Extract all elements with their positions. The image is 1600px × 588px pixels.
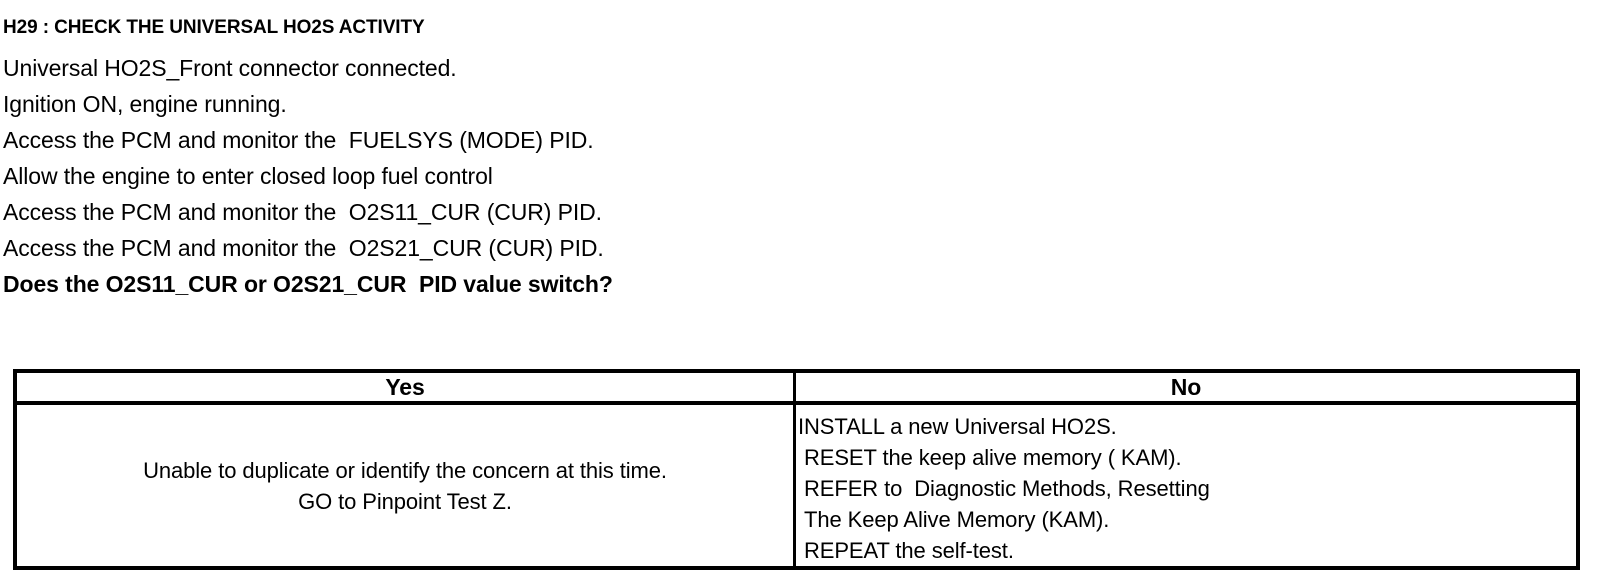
column-header-yes: Yes xyxy=(17,373,796,401)
action-line: REFER to Diagnostic Methods, Resetting xyxy=(804,476,1210,501)
decision-table: Yes No Unable to duplicate or identify t… xyxy=(13,369,1580,570)
action-line: Unable to duplicate or identify the conc… xyxy=(143,457,667,483)
instruction-line: Universal HO2S_Front connector connected… xyxy=(3,55,457,81)
instruction-line: Ignition ON, engine running. xyxy=(3,91,287,117)
yes-action-text: Unable to duplicate or identify the conc… xyxy=(17,455,793,517)
instruction-line: Access the PCM and monitor the O2S21_CUR… xyxy=(3,235,604,261)
instruction-line: Access the PCM and monitor the FUELSYS (… xyxy=(3,127,594,153)
cell-no-action: INSTALL a new Universal HO2S. RESET the … xyxy=(796,405,1576,566)
action-line: REPEAT the self-test. xyxy=(804,538,1014,563)
decision-question: Does the O2S11_CUR or O2S21_CUR PID valu… xyxy=(3,271,613,297)
action-line: GO to Pinpoint Test Z. xyxy=(298,488,512,514)
action-line: RESET the keep alive memory ( KAM). xyxy=(804,445,1182,470)
cell-yes-action: Unable to duplicate or identify the conc… xyxy=(17,405,796,566)
page-title: H29 : CHECK THE UNIVERSAL HO2S ACTIVITY xyxy=(3,17,425,38)
table-row: Unable to duplicate or identify the conc… xyxy=(17,405,1576,566)
column-header-no: No xyxy=(1170,373,1202,400)
action-line: INSTALL a new Universal HO2S. xyxy=(798,414,1117,439)
no-action-text: INSTALL a new Universal HO2S. RESET the … xyxy=(796,405,1576,566)
table-header-row: Yes No xyxy=(17,373,1576,405)
instruction-list: Universal HO2S_Front connector connected… xyxy=(3,50,1003,302)
instruction-line: Access the PCM and monitor the O2S11_CUR… xyxy=(3,199,602,225)
action-line: The Keep Alive Memory (KAM). xyxy=(804,507,1110,532)
instruction-line: Allow the engine to enter closed loop fu… xyxy=(3,163,493,189)
